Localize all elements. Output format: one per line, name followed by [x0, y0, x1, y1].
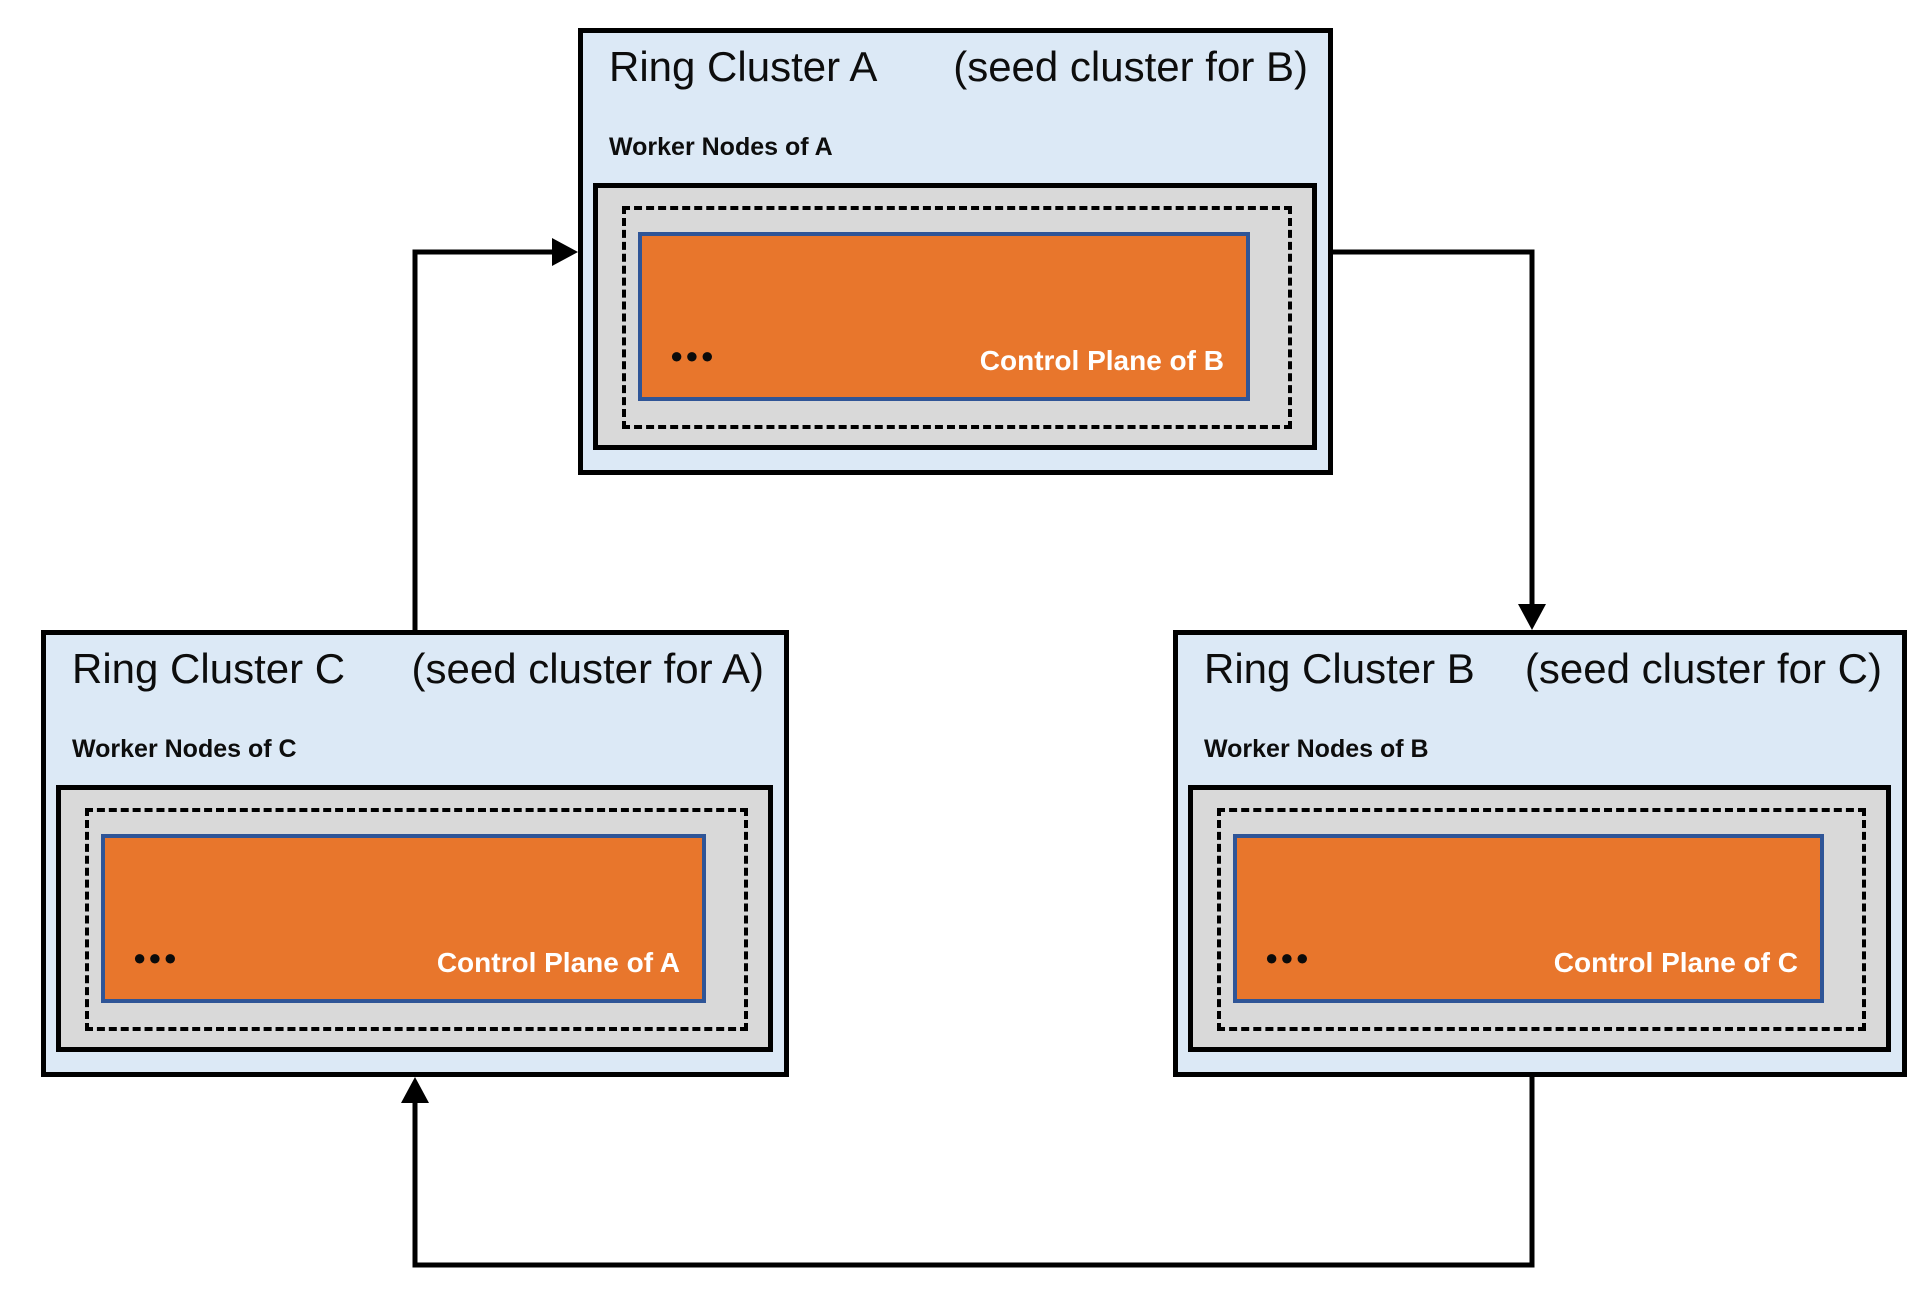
cluster-title-row: Ring Cluster B (seed cluster for C) [1204, 645, 1882, 693]
arrow-c-to-a [412, 238, 578, 630]
control-plane-box: ●●● Control Plane of B [638, 232, 1250, 401]
worker-nodes-box: ●●● Control Plane of A [56, 785, 773, 1052]
cluster-title-row: Ring Cluster A (seed cluster for B) [609, 43, 1308, 91]
worker-nodes-label: Worker Nodes of C [72, 735, 297, 763]
seed-note: (seed cluster for C) [1524, 645, 1882, 692]
ellipsis-dots-icon: ●●● [133, 945, 179, 970]
seed-note: (seed cluster for A) [411, 645, 764, 692]
dashed-boundary: ●●● Control Plane of B [622, 206, 1292, 429]
cluster-name: Ring Cluster C [72, 645, 346, 692]
cluster-name: Ring Cluster B [1204, 645, 1475, 692]
control-plane-box: ●●● Control Plane of C [1233, 834, 1824, 1003]
cluster-name: Ring Cluster A [609, 43, 878, 90]
cluster-box-b: Ring Cluster B (seed cluster for C) Work… [1173, 630, 1907, 1077]
worker-nodes-box: ●●● Control Plane of B [593, 183, 1317, 450]
control-plane-label: Control Plane of A [436, 947, 680, 978]
ellipsis-dots-icon: ●●● [1265, 945, 1311, 970]
seed-note: (seed cluster for B) [953, 43, 1308, 90]
dashed-boundary: ●●● Control Plane of C [1217, 808, 1866, 1031]
cluster-title-row: Ring Cluster C (seed cluster for A) [72, 645, 764, 693]
control-plane-label: Control Plane of B [979, 345, 1224, 376]
cluster-box-a: Ring Cluster A (seed cluster for B) Work… [578, 28, 1333, 475]
worker-nodes-label: Worker Nodes of B [1204, 735, 1429, 763]
control-plane-box: ●●● Control Plane of A [101, 834, 706, 1003]
cluster-box-c: Ring Cluster C (seed cluster for A) Work… [41, 630, 789, 1077]
arrow-b-to-c [401, 1077, 1535, 1268]
dashed-boundary: ●●● Control Plane of A [85, 808, 748, 1031]
control-plane-label: Control Plane of C [1553, 947, 1798, 978]
worker-nodes-box: ●●● Control Plane of C [1188, 785, 1891, 1052]
ellipsis-dots-icon: ●●● [670, 343, 716, 368]
worker-nodes-label: Worker Nodes of A [609, 133, 833, 161]
arrow-a-to-b [1333, 249, 1546, 630]
